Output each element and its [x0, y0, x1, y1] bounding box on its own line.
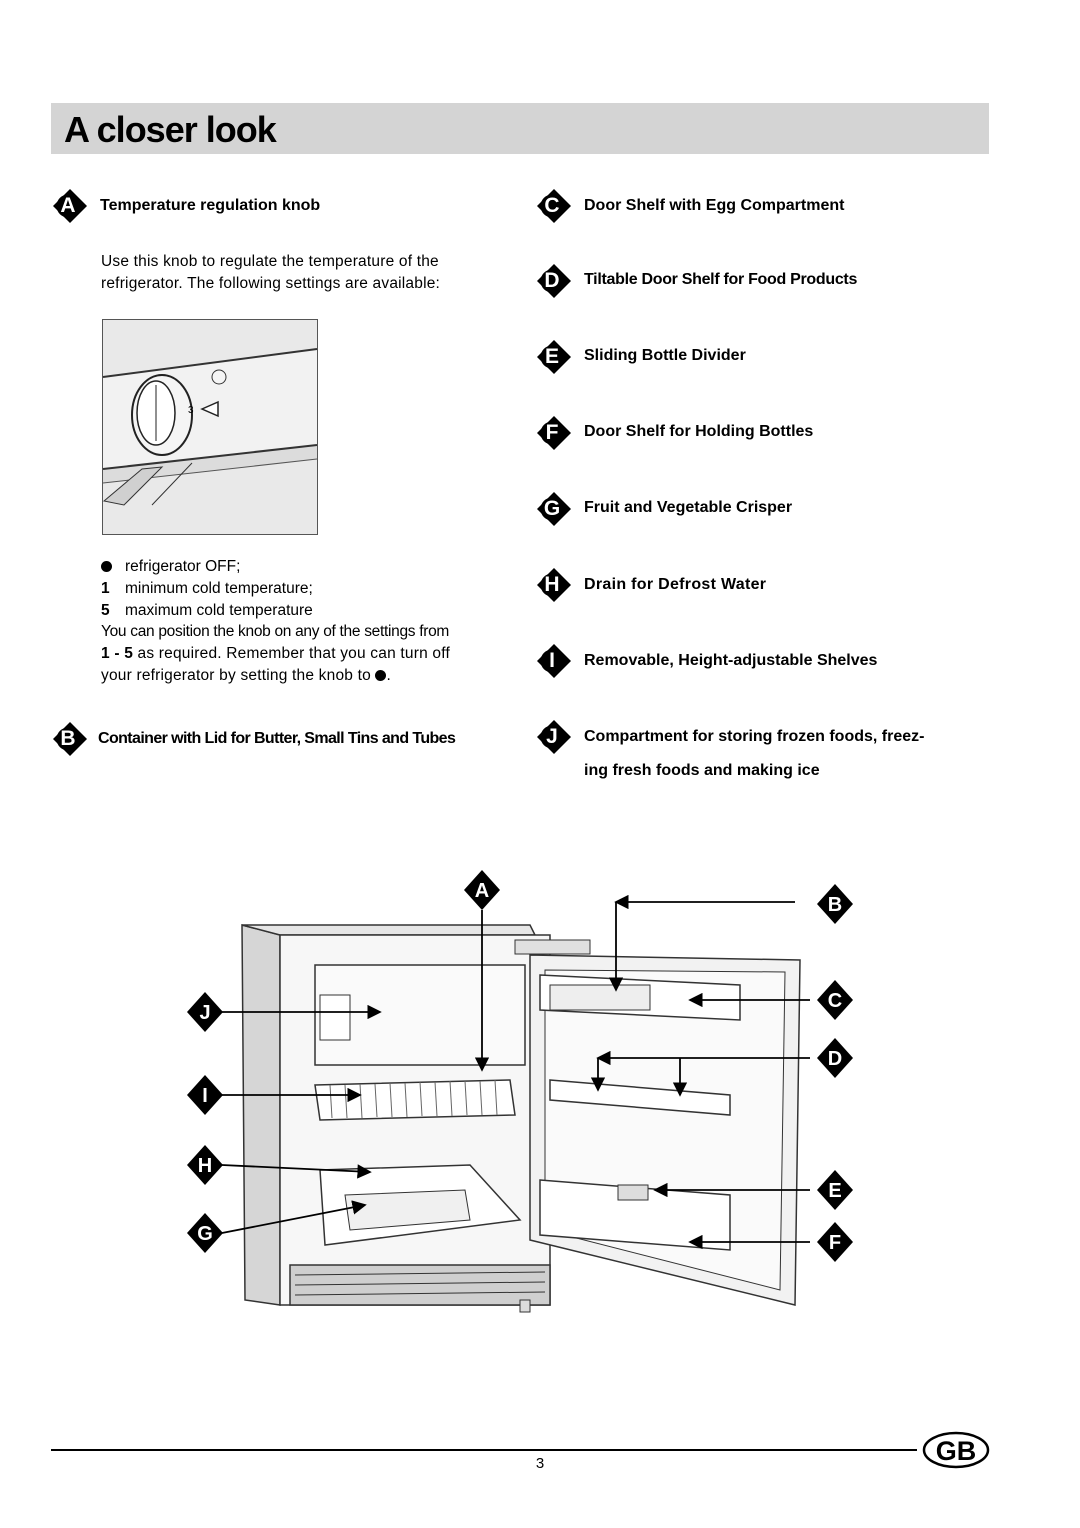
item-a-label: Temperature regulation knob	[100, 197, 321, 214]
country-badge: GB	[922, 1431, 990, 1469]
diagram-label-h: H	[198, 1155, 212, 1177]
item-f-label: Door Shelf for Holding Bottles	[584, 423, 814, 440]
off-dot-icon	[375, 670, 387, 682]
item-j-label-2: ing fresh foods and making ice	[584, 762, 820, 779]
page-title: A closer look	[64, 109, 277, 150]
setting-off: refrigerator OFF;	[101, 558, 240, 576]
title-bar: A closer look	[51, 103, 989, 154]
knob-illustration: 3	[102, 319, 318, 535]
item-j-label: Compartment for storing frozen foods, fr…	[584, 728, 925, 745]
item-marker-j: J	[537, 720, 571, 754]
svg-text:GB: GB	[936, 1436, 977, 1466]
item-c-label: Door Shelf with Egg Compartment	[584, 197, 845, 214]
fridge-diagram: A B C D E F J I H G	[187, 870, 853, 1313]
item-marker-i: I	[537, 644, 571, 678]
diagram-label-d: D	[828, 1048, 842, 1070]
item-marker-a: A	[53, 189, 87, 223]
intro-line-1: Use this knob to regulate the temperatur…	[101, 253, 439, 270]
para-line-1: You can position the knob on any of the …	[101, 623, 450, 640]
para-line-2: 1 - 5 as required. Remember that you can…	[101, 645, 450, 662]
item-i-label: Removable, Height-adjustable Shelves	[584, 652, 878, 669]
diagram-label-c: C	[828, 990, 842, 1012]
item-e-label: Sliding Bottle Divider	[584, 347, 746, 364]
item-g-label: Fruit and Vegetable Crisper	[584, 499, 793, 516]
diagram-label-i: I	[202, 1085, 208, 1107]
item-marker-c: C	[537, 189, 571, 223]
diagram-label-e: E	[828, 1180, 841, 1202]
diagram-label-j: J	[199, 1002, 210, 1024]
item-marker-e: E	[537, 340, 571, 374]
footer-rule	[51, 1449, 917, 1451]
item-marker-d: D	[537, 264, 571, 298]
item-b-label: Container with Lid for Butter, Small Tin…	[98, 730, 456, 747]
diagram-label-g: G	[197, 1223, 213, 1245]
knob-mark: 3	[188, 405, 194, 416]
item-marker-f: F	[537, 416, 571, 450]
diagram-label-f: F	[829, 1232, 841, 1254]
item-marker-b: B	[53, 722, 87, 756]
para-line-3: your refrigerator by setting the knob to…	[101, 667, 391, 684]
item-marker-h: H	[537, 568, 571, 602]
diagram-label-a: A	[475, 880, 489, 902]
off-dot-icon	[101, 561, 112, 573]
intro-line-2: refrigerator. The following settings are…	[101, 275, 441, 292]
item-marker-g: G	[537, 492, 571, 526]
diagram-label-b: B	[828, 894, 842, 916]
page-number: 3	[535, 1455, 545, 1472]
item-h-label: Drain for Defrost Water	[584, 576, 767, 593]
item-d-label: Tiltable Door Shelf for Food Products	[584, 271, 858, 288]
